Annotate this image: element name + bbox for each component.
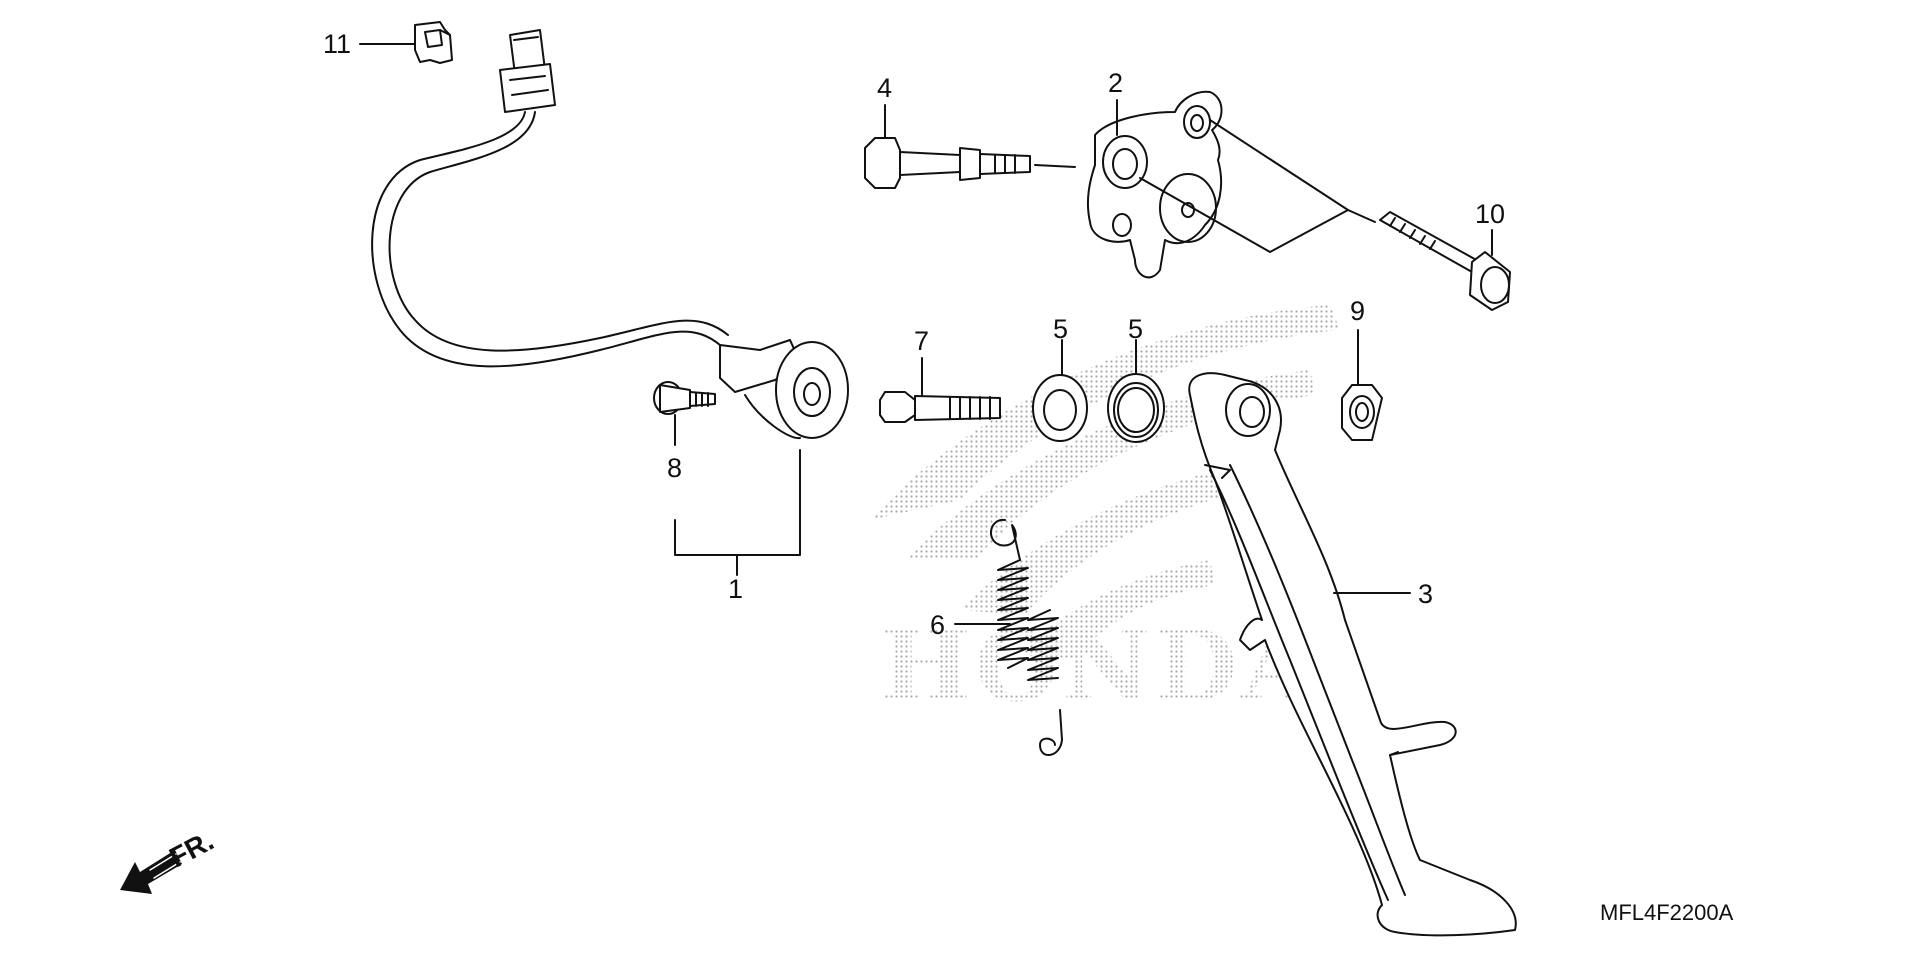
callout-9: 9 (1350, 296, 1365, 326)
callout-1: 1 (728, 574, 743, 604)
callout-5a: 5 (1053, 314, 1068, 344)
callout-8: 8 (667, 453, 682, 483)
switch-bolt-icon (653, 381, 716, 415)
callout-7: 7 (914, 326, 929, 356)
lock-nut-icon (1341, 384, 1383, 441)
washer-icon-2 (1107, 373, 1165, 443)
connector-clip-icon (414, 21, 453, 64)
stud-bolt-icon (879, 391, 1001, 423)
leader-line-bracket-bolt (1139, 119, 1349, 253)
leader-line-4-axis (1034, 164, 1076, 168)
callout-4: 4 (877, 73, 892, 103)
callout-5b: 5 (1128, 314, 1143, 344)
leader-line-1 (674, 449, 801, 556)
watermark-text: HONDA (880, 610, 1320, 723)
pivot-bracket-icon (1086, 90, 1223, 279)
washer-icon (1032, 374, 1088, 442)
flange-bolt-icon (1379, 211, 1511, 311)
callout-labels: 11 1 8 7 5 5 9 4 2 10 6 3 (323, 29, 1505, 640)
callout-6: 6 (930, 610, 945, 640)
callout-2: 2 (1108, 68, 1123, 98)
callout-11: 11 (323, 29, 351, 59)
return-spring-icon (990, 518, 1063, 756)
callout-10: 10 (1475, 199, 1505, 229)
leader-line-10-axis (1347, 209, 1376, 223)
side-stand-icon (1188, 372, 1517, 937)
side-stand-switch-icon (371, 29, 849, 440)
front-direction-arrow-icon (120, 850, 182, 894)
callout-3: 3 (1418, 579, 1433, 609)
part-code-label: MFL4F2200A (1600, 900, 1734, 925)
pivot-bolt-icon (864, 137, 1031, 189)
